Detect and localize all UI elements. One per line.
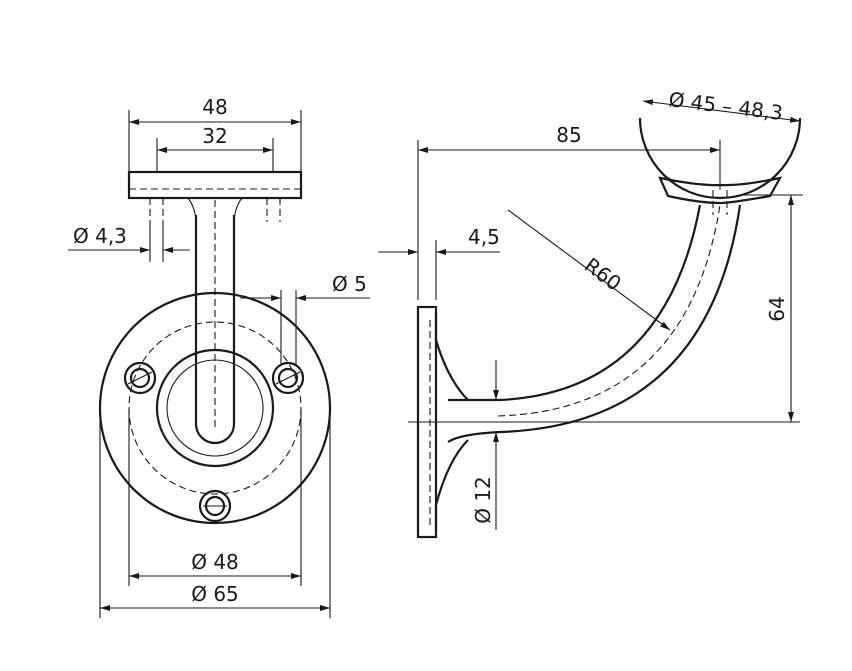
- arm-centerline: [497, 204, 721, 417]
- dim-outer-dia: Ø 65: [191, 582, 239, 606]
- pitch-circle: [128, 321, 302, 495]
- front-view: 48 32 Ø 4,3 Ø 5 Ø 48 Ø 65: [68, 95, 370, 618]
- saddle-plate: [127, 170, 303, 200]
- rosette-inner-ring-2: [166, 359, 264, 457]
- dim-arm-dia: Ø 12: [471, 476, 495, 524]
- arm-upper-edge: [448, 204, 702, 402]
- dim-radius: R60: [580, 253, 626, 296]
- dim-height: 64: [765, 296, 789, 321]
- dim-pitch-circle: Ø 48: [191, 550, 239, 574]
- dim-projection: 85: [556, 123, 581, 147]
- arm-stem: [194, 215, 236, 445]
- plate-hub: [434, 312, 469, 532]
- dim-hole-dia: Ø 4,3: [73, 224, 127, 248]
- dim-saddle-dia: Ø 45 – 48,3: [667, 87, 784, 125]
- dim-hole-spacing: 32: [202, 124, 227, 148]
- side-view: Ø 45 – 48,3 85 4,5 R60 64 Ø 12: [378, 87, 803, 539]
- screw-hole-right: [271, 361, 305, 395]
- dim-plate-thickness: 4,5: [468, 225, 500, 249]
- screw-hole-left: [123, 361, 157, 395]
- dim-screw-dia: Ø 5: [332, 272, 367, 296]
- saddle-cup: [638, 117, 802, 200]
- screw-hole-bottom: [198, 489, 232, 523]
- saddle-neck: [658, 176, 783, 205]
- arm-stem-fillet: [187, 197, 243, 226]
- dim-width-top: 48: [202, 95, 227, 119]
- arm-lower-edge: [447, 204, 742, 443]
